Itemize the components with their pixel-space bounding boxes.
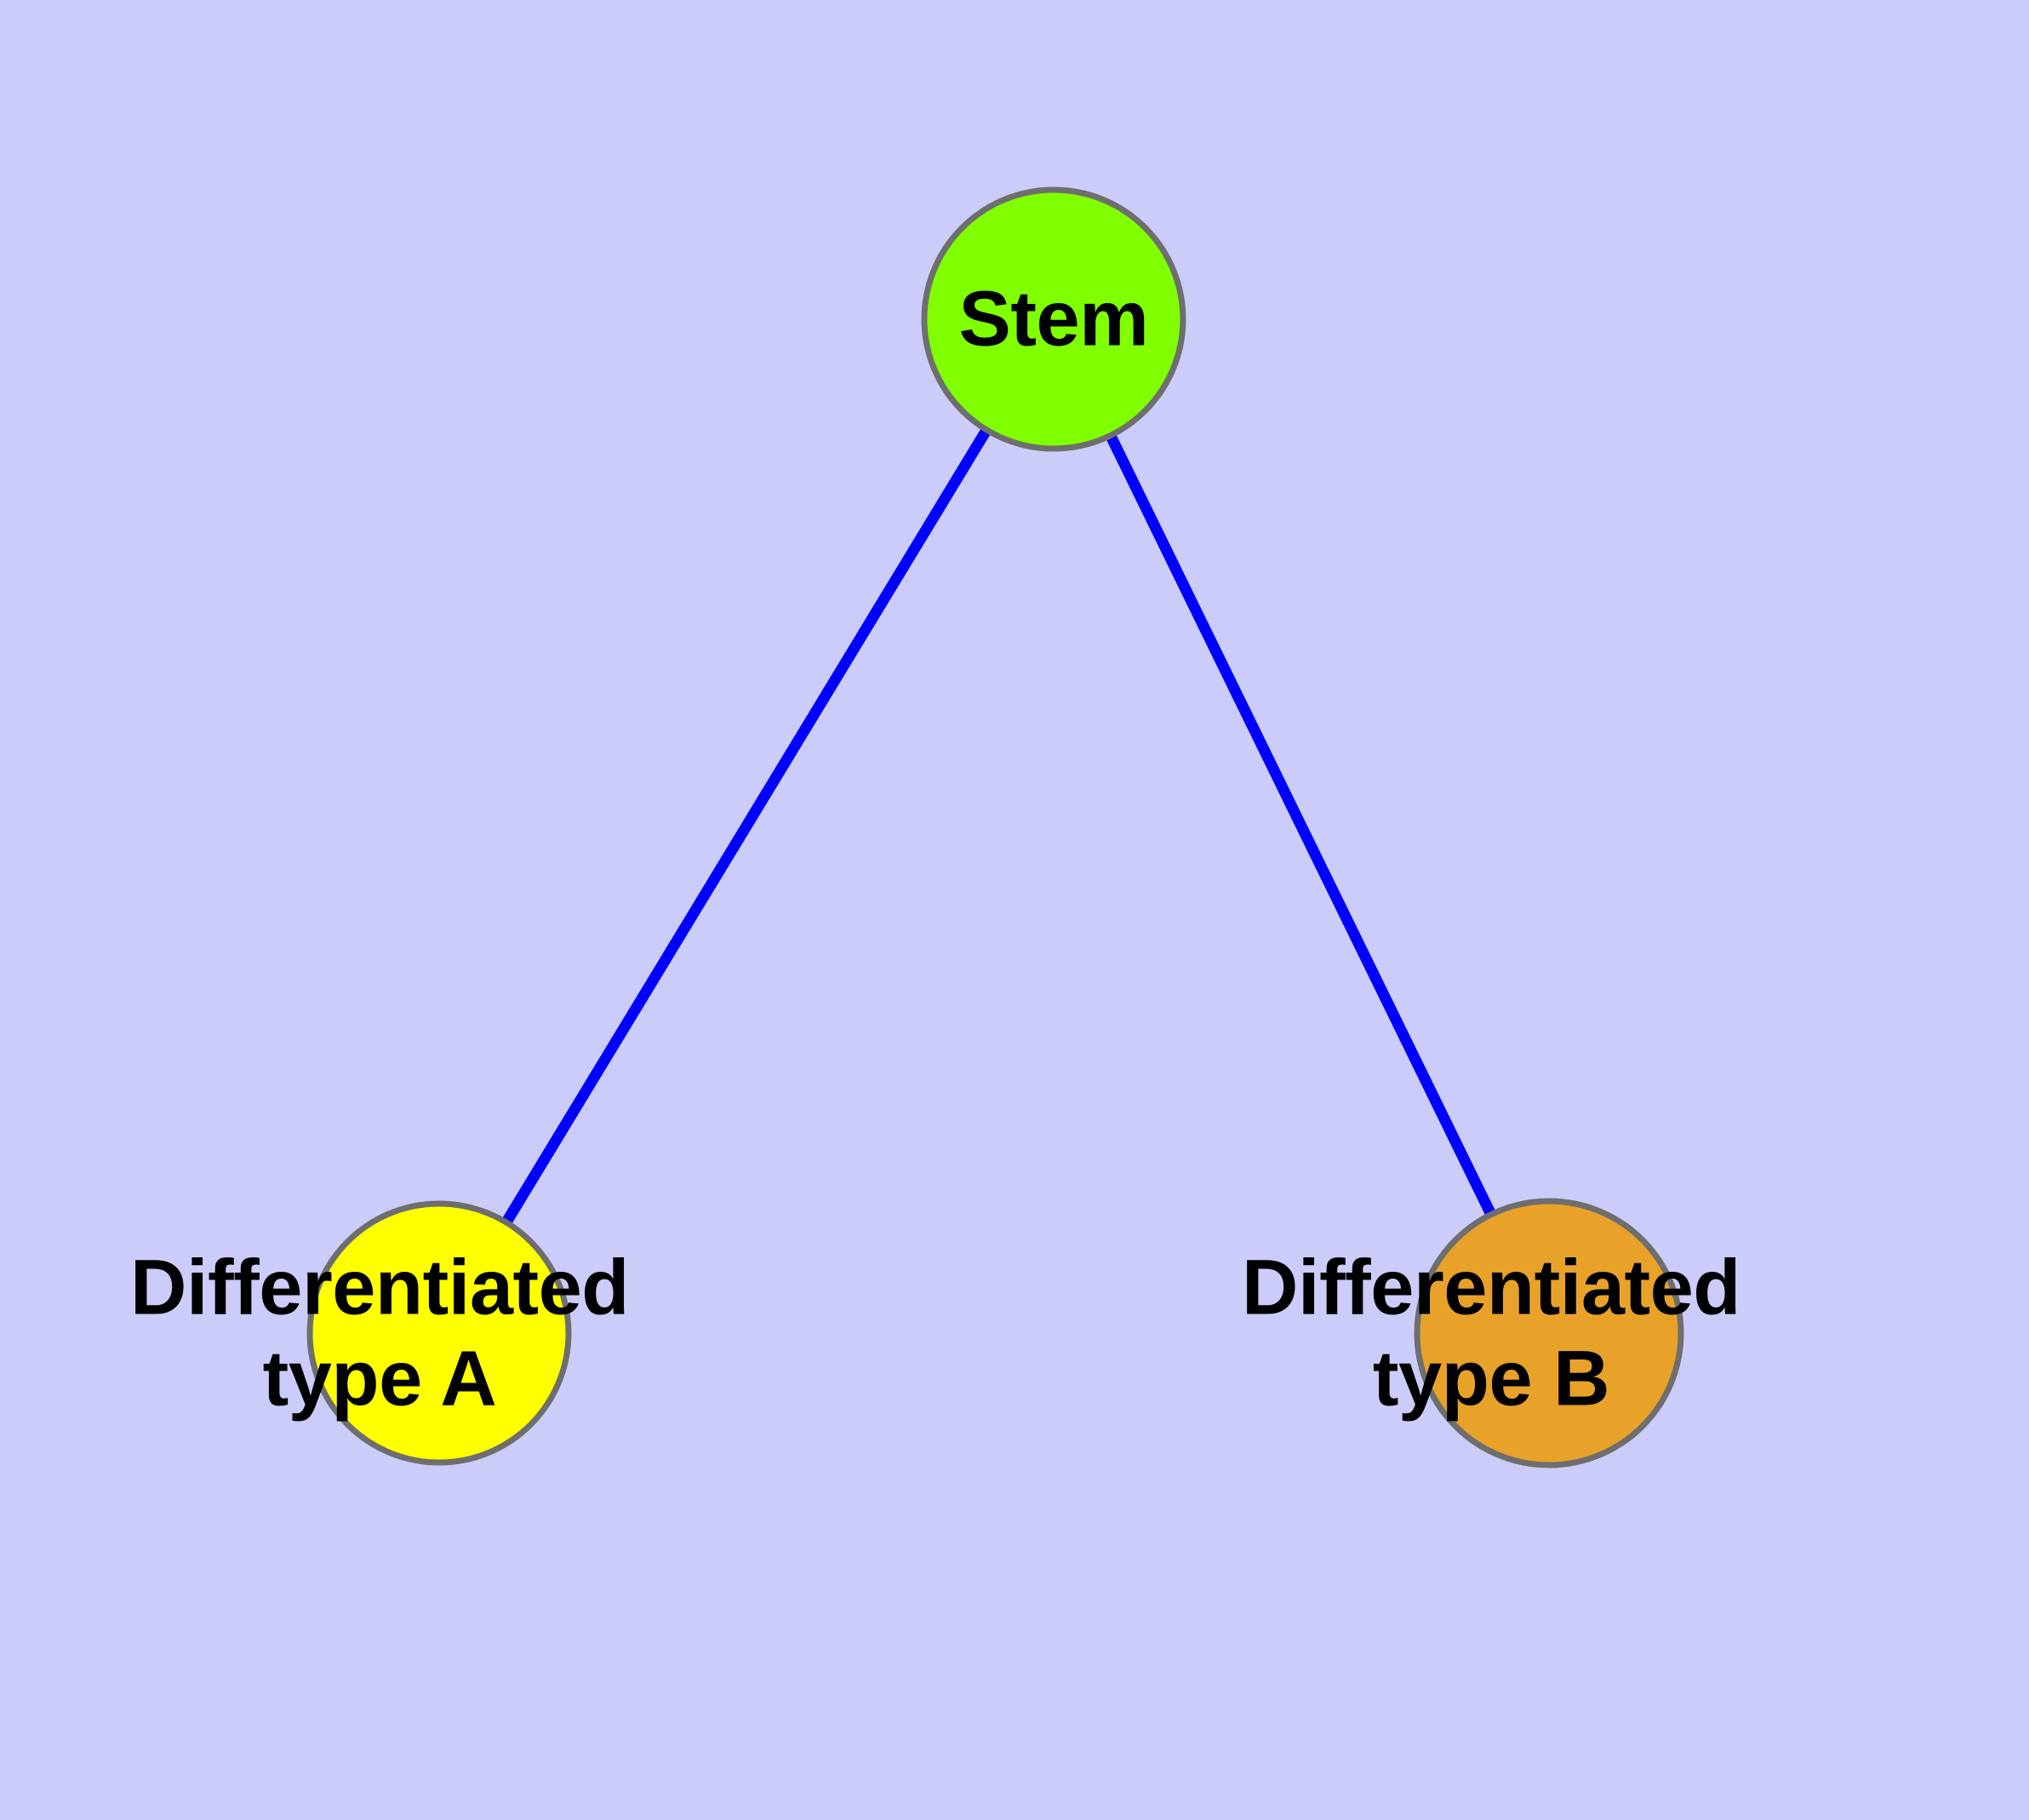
edge-stem-to-diff-a[interactable] xyxy=(434,316,1059,1336)
node-layer xyxy=(306,186,1684,1468)
edge-stem-to-diff-b[interactable] xyxy=(1049,317,1554,1336)
node-circle-diff-a[interactable] xyxy=(306,1200,572,1466)
node-circle-diff-b[interactable] xyxy=(1414,1198,1684,1468)
node-circle-stem[interactable] xyxy=(921,186,1186,452)
edge-layer xyxy=(434,316,1554,1336)
